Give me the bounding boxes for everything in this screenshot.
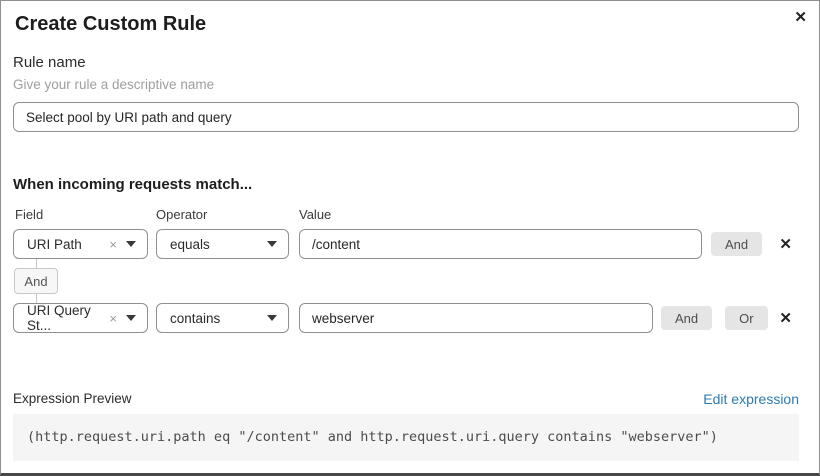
match-heading: When incoming requests match... <box>13 176 253 193</box>
expression-preview-header: Expression Preview Edit expression <box>13 390 799 408</box>
chevron-down-icon <box>267 315 277 321</box>
clear-selection-icon[interactable]: × <box>109 236 117 252</box>
operator-select-2-value: contains <box>170 310 221 326</box>
operator-column-label: Operator <box>156 207 208 222</box>
or-button-2[interactable]: Or <box>725 306 768 330</box>
match-row-2: URI Query St... × contains And Or ✕ <box>13 303 799 333</box>
value-input-2[interactable] <box>299 303 653 333</box>
operator-select-2[interactable]: contains <box>156 303 289 333</box>
and-button-2[interactable]: And <box>661 306 713 330</box>
chevron-down-icon <box>126 241 136 247</box>
connector-line-bottom <box>35 294 37 303</box>
delete-row-2-icon[interactable]: ✕ <box>779 309 792 327</box>
edit-expression-link[interactable]: Edit expression <box>703 391 799 407</box>
field-select-1[interactable]: URI Path × <box>13 229 148 259</box>
clear-selection-icon[interactable]: × <box>109 310 117 326</box>
dialog-title: Create Custom Rule <box>15 13 207 35</box>
column-labels: Field Operator Value <box>13 207 807 223</box>
chevron-down-icon <box>267 241 277 247</box>
operator-select-1-value: equals <box>170 236 210 252</box>
rule-name-help: Give your rule a descriptive name <box>13 77 215 92</box>
field-select-2-value: URI Query St... <box>27 303 91 333</box>
rule-name-input[interactable] <box>13 102 799 132</box>
rule-name-label: Rule name <box>13 54 86 71</box>
value-input-1[interactable] <box>299 229 702 259</box>
delete-row-1-icon[interactable]: ✕ <box>779 235 792 253</box>
field-select-2[interactable]: URI Query St... × <box>13 303 148 333</box>
value-column-label: Value <box>299 207 332 222</box>
operator-select-1[interactable]: equals <box>156 229 289 259</box>
rule-name-section: Rule name Give your rule a descriptive n… <box>13 54 807 132</box>
expression-preview-label: Expression Preview <box>13 391 132 406</box>
connector-line-top <box>35 259 37 268</box>
expression-preview-code: (http.request.uri.path eq "/content" and… <box>13 414 799 461</box>
and-button-1[interactable]: And <box>711 232 763 256</box>
and-connector-chip: And <box>14 268 58 294</box>
and-connector: And <box>13 259 59 303</box>
chevron-down-icon <box>126 315 136 321</box>
field-select-1-value: URI Path <box>27 236 82 252</box>
field-column-label: Field <box>15 207 44 222</box>
close-icon[interactable]: ✕ <box>790 6 811 29</box>
match-row-1: URI Path × equals And ✕ <box>13 229 799 259</box>
